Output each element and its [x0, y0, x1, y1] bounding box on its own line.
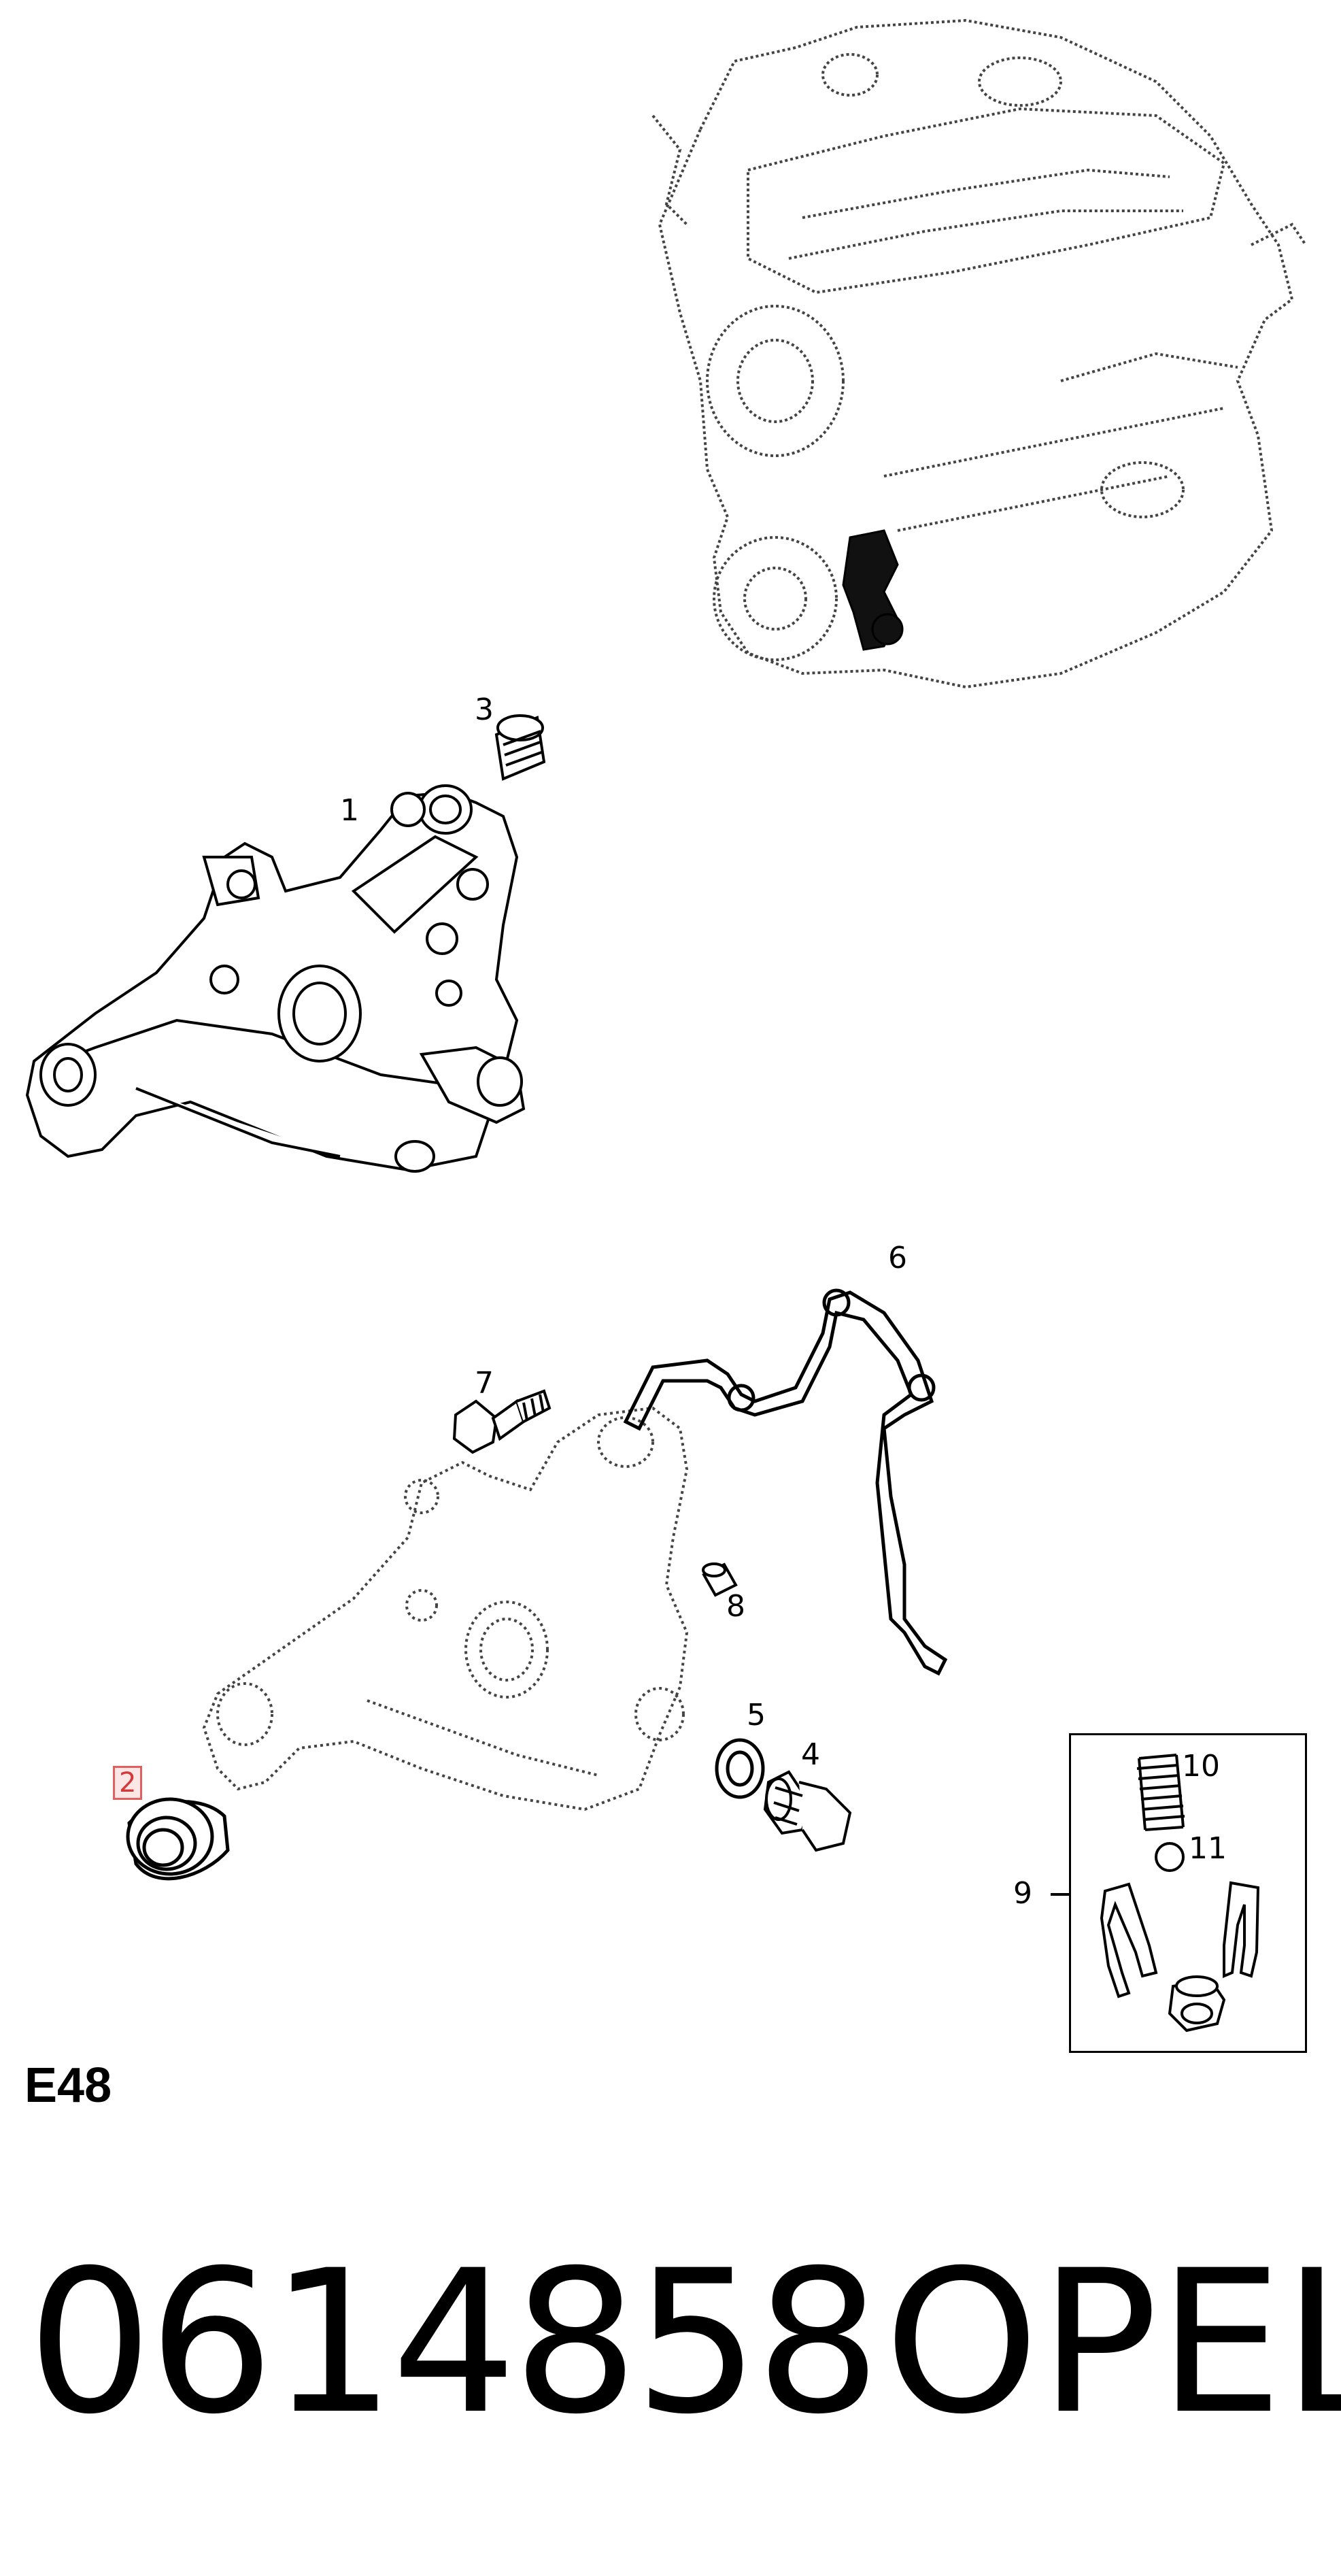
callout-3: 3 — [475, 692, 494, 727]
callout-7: 7 — [475, 1366, 494, 1401]
drain-plug-part — [763, 1770, 852, 1852]
washer-part — [715, 1738, 765, 1799]
callout-1: 1 — [340, 793, 359, 828]
oil-seal-part — [126, 1797, 230, 1881]
callout-2[interactable]: 2 — [113, 1766, 143, 1800]
callout-11: 11 — [1189, 1831, 1227, 1866]
engine-oil-pump-highlight — [842, 529, 904, 651]
bolt-part — [452, 1389, 551, 1454]
plug-part — [494, 714, 546, 781]
callout-6: 6 — [888, 1241, 907, 1275]
pump-dotted-outline — [202, 1406, 689, 1811]
relief-valve-inset-box — [1069, 1733, 1307, 2053]
diagram-code: E48 — [24, 2058, 112, 2113]
relief-valve-parts — [1100, 1754, 1260, 2033]
pin-part — [702, 1562, 738, 1597]
oil-pump-assembly — [25, 784, 526, 1173]
callout-10: 10 — [1182, 1749, 1220, 1784]
gasket-part — [623, 1288, 948, 1676]
brand-name: OPEL — [884, 2228, 1341, 2458]
callout-9: 9 — [1013, 1876, 1032, 1911]
callout-8: 8 — [726, 1589, 745, 1624]
engine-overview — [651, 18, 1307, 689]
callout-5: 5 — [747, 1698, 766, 1733]
callout-4: 4 — [801, 1737, 820, 1772]
part-number: 0614858 — [27, 2228, 881, 2458]
